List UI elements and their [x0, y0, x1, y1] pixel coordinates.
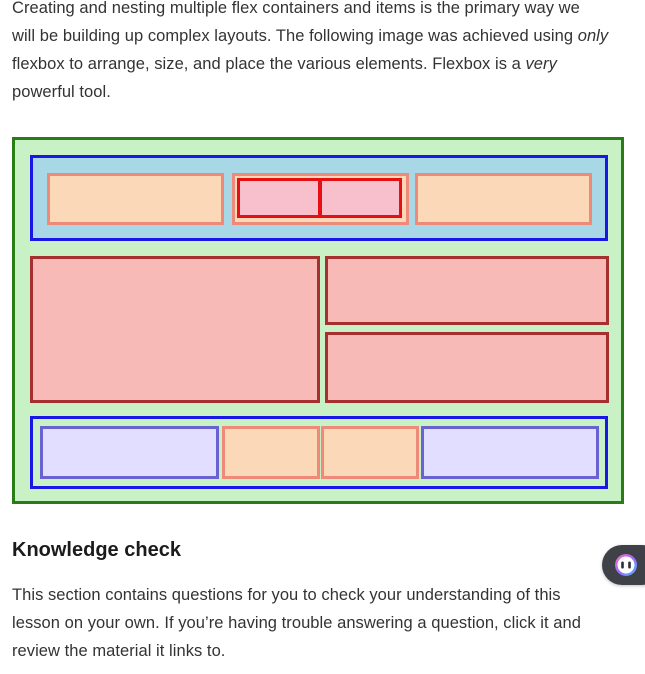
intro-line-2-text: will be building up complex layouts. The… [12, 27, 578, 45]
bottom-item-2 [222, 426, 320, 479]
nested-item-left [237, 178, 321, 218]
intro-line-3-text: flexbox to arrange, size, and place the … [12, 55, 526, 73]
middle-item-lower-right [325, 332, 609, 403]
assistant-widget-button[interactable] [602, 545, 645, 585]
bottom-item-4 [421, 426, 599, 479]
intro-paragraph: Creating and nesting multiple flex conta… [12, 0, 632, 106]
middle-item-large [30, 256, 320, 403]
top-item-left [47, 173, 224, 225]
assistant-face-icon [615, 554, 637, 576]
intro-line-3: flexbox to arrange, size, and place the … [12, 50, 632, 78]
knowledge-check-paragraph: This section contains questions for you … [12, 581, 632, 665]
knowledge-check-heading: Knowledge check [12, 539, 181, 561]
emphasis-only: only [577, 27, 609, 45]
kc-line-1: This section contains questions for you … [12, 586, 561, 604]
bottom-item-3 [321, 426, 419, 479]
flexbox-layout-illustration [12, 137, 624, 504]
intro-line-4: powerful tool. [12, 83, 111, 101]
intro-line-1: Creating and nesting multiple flex conta… [12, 0, 580, 17]
top-item-right [415, 173, 592, 225]
bottom-item-1 [40, 426, 219, 479]
middle-item-upper-right [325, 256, 609, 325]
kc-line-2: lesson on your own. If you’re having tro… [12, 614, 581, 632]
intro-line-2: will be building up complex layouts. The… [12, 22, 632, 50]
kc-line-3: review the material it links to. [12, 642, 226, 660]
emphasis-very: very [525, 55, 557, 73]
nested-item-right [319, 178, 402, 218]
